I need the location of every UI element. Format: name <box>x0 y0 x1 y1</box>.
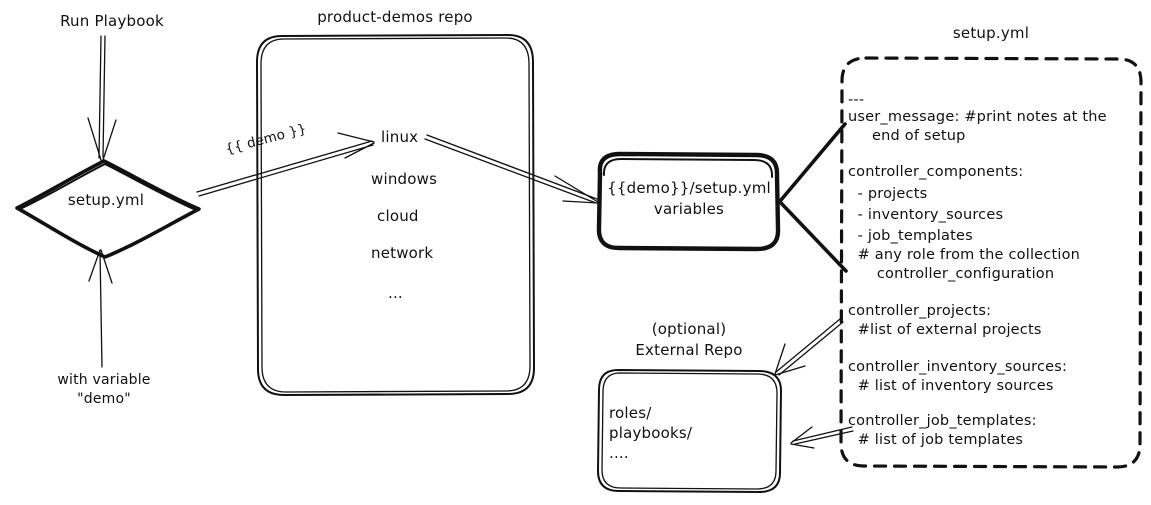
external-repo-item-ellipsis: .... <box>609 444 629 462</box>
setup-yml-line-controller-components: controller_components: <box>848 164 1024 180</box>
edge-label-with-variable-line2: "demo" <box>77 391 131 407</box>
edge-demo-variable-arrow <box>196 132 375 197</box>
setup-yml-line-user-message-cont: end of setup <box>848 128 966 144</box>
node-label-entry-diamond: setup.yml <box>67 191 145 209</box>
edge-run-playbook-arrow <box>87 35 117 161</box>
setup-yml-line-any-role-comment: # any role from the collection <box>848 247 1081 263</box>
edge-projects-to-external-repo-arrow <box>774 318 844 376</box>
node-label-demo-setup-box-line1: {{demo}}/setup.yml <box>607 179 771 197</box>
setup-yml-line-inventory-sources: - inventory_sources <box>848 207 1004 223</box>
product-demos-repo-shape <box>256 34 535 396</box>
setup-yml-line-projects: - projects <box>848 186 928 202</box>
setup-yml-line-controller-job-templates: controller_job_templates: <box>848 413 1037 429</box>
setup-yml-line-user-message: user_message: #print notes at the <box>848 109 1107 125</box>
edge-label-run-playbook: Run Playbook <box>60 12 164 30</box>
repo-item-network: network <box>371 244 434 262</box>
setup-yml-line-doc-start: --- <box>848 92 865 108</box>
edge-with-variable-arrow <box>88 249 113 368</box>
node-title-product-demos-repo: product-demos repo <box>317 8 473 26</box>
repo-item-windows: windows <box>371 170 438 188</box>
setup-yml-line-controller-projects: controller_projects: <box>848 303 992 319</box>
node-label-demo-setup-box-line2: variables <box>653 200 725 218</box>
setup-yml-line-controller-configuration: controller_configuration <box>848 266 1055 282</box>
edge-demo-box-to-setupyml-lines <box>779 122 848 273</box>
external-repo-item-playbooks: playbooks/ <box>609 424 693 442</box>
repo-item-ellipsis: ... <box>388 284 403 302</box>
edge-linux-to-demo-box-arrow <box>424 134 599 204</box>
node-title-external-repo-line2: External Repo <box>635 341 743 359</box>
node-title-external-repo-line1: (optional) <box>651 320 727 338</box>
edge-label-with-variable-line1: with variable <box>57 372 151 388</box>
node-title-setup-yml-file: setup.yml <box>952 24 1030 42</box>
edge-job-templates-to-external-repo-arrow <box>790 426 854 449</box>
repo-item-cloud: cloud <box>377 207 419 225</box>
external-repo-item-roles: roles/ <box>609 404 652 422</box>
setup-yml-line-controller-inventory-sources: controller_inventory_sources: <box>848 359 1068 375</box>
setup-yml-line-controller-job-templates-comment: # list of job templates <box>848 432 1024 448</box>
setup-yml-line-job-templates: - job_templates <box>848 228 973 244</box>
setup-yml-line-controller-inventory-sources-comment: # list of inventory sources <box>848 378 1054 394</box>
repo-item-linux: linux <box>381 128 419 146</box>
setup-yml-dashed-shape <box>839 56 1143 469</box>
setup-yml-line-controller-projects-comment: #list of external projects <box>848 322 1042 338</box>
demo-setup-box-shape <box>596 151 781 252</box>
external-repo-shape <box>597 369 782 493</box>
entry-diamond-shape <box>15 159 201 259</box>
